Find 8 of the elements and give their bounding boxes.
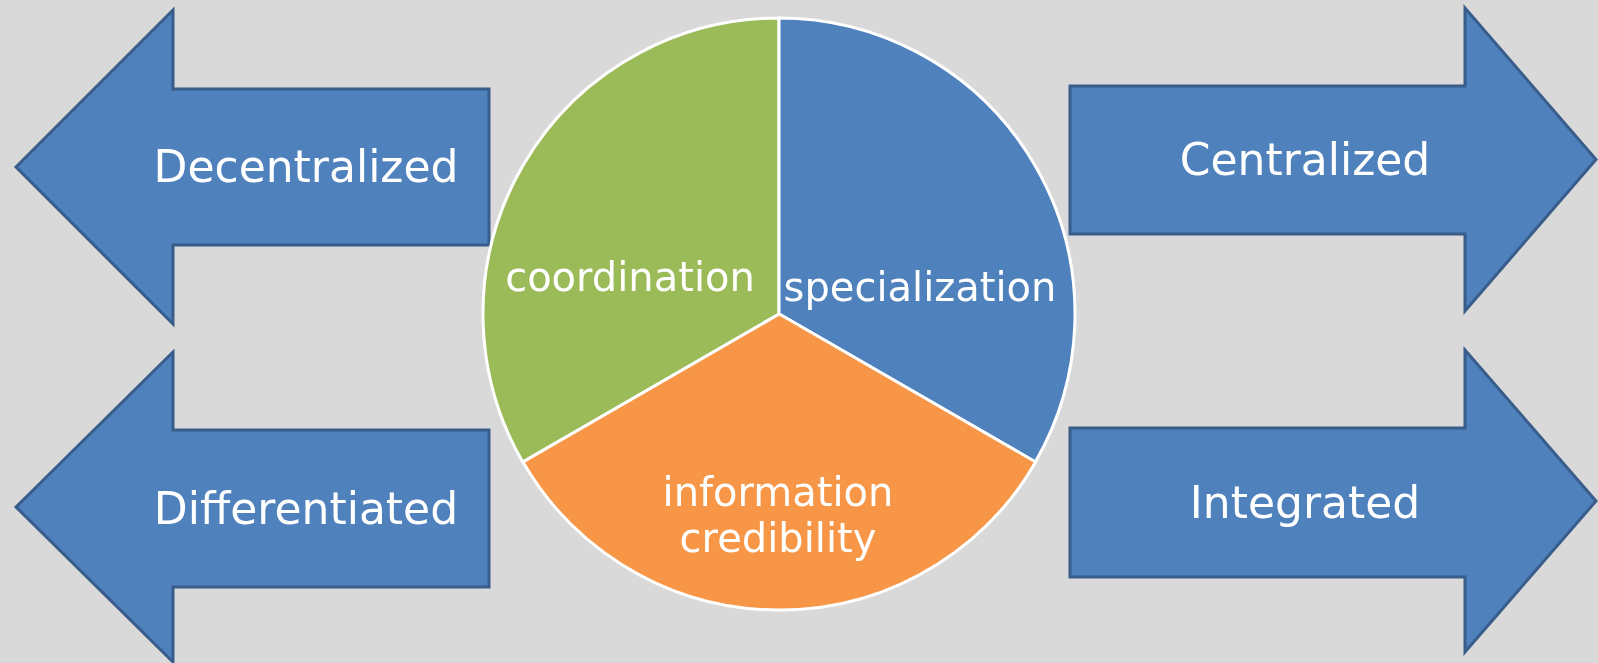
shape-label: information credibility	[661, 469, 895, 561]
shape-label: Centralized	[1178, 134, 1432, 186]
pie-sector	[483, 18, 779, 462]
pie-sector	[522, 314, 1036, 610]
shape-label: Integrated	[1188, 477, 1422, 528]
pie-sector	[779, 18, 1075, 462]
shape-label: specialization	[782, 264, 1058, 310]
shape-label: coordination	[504, 254, 756, 300]
